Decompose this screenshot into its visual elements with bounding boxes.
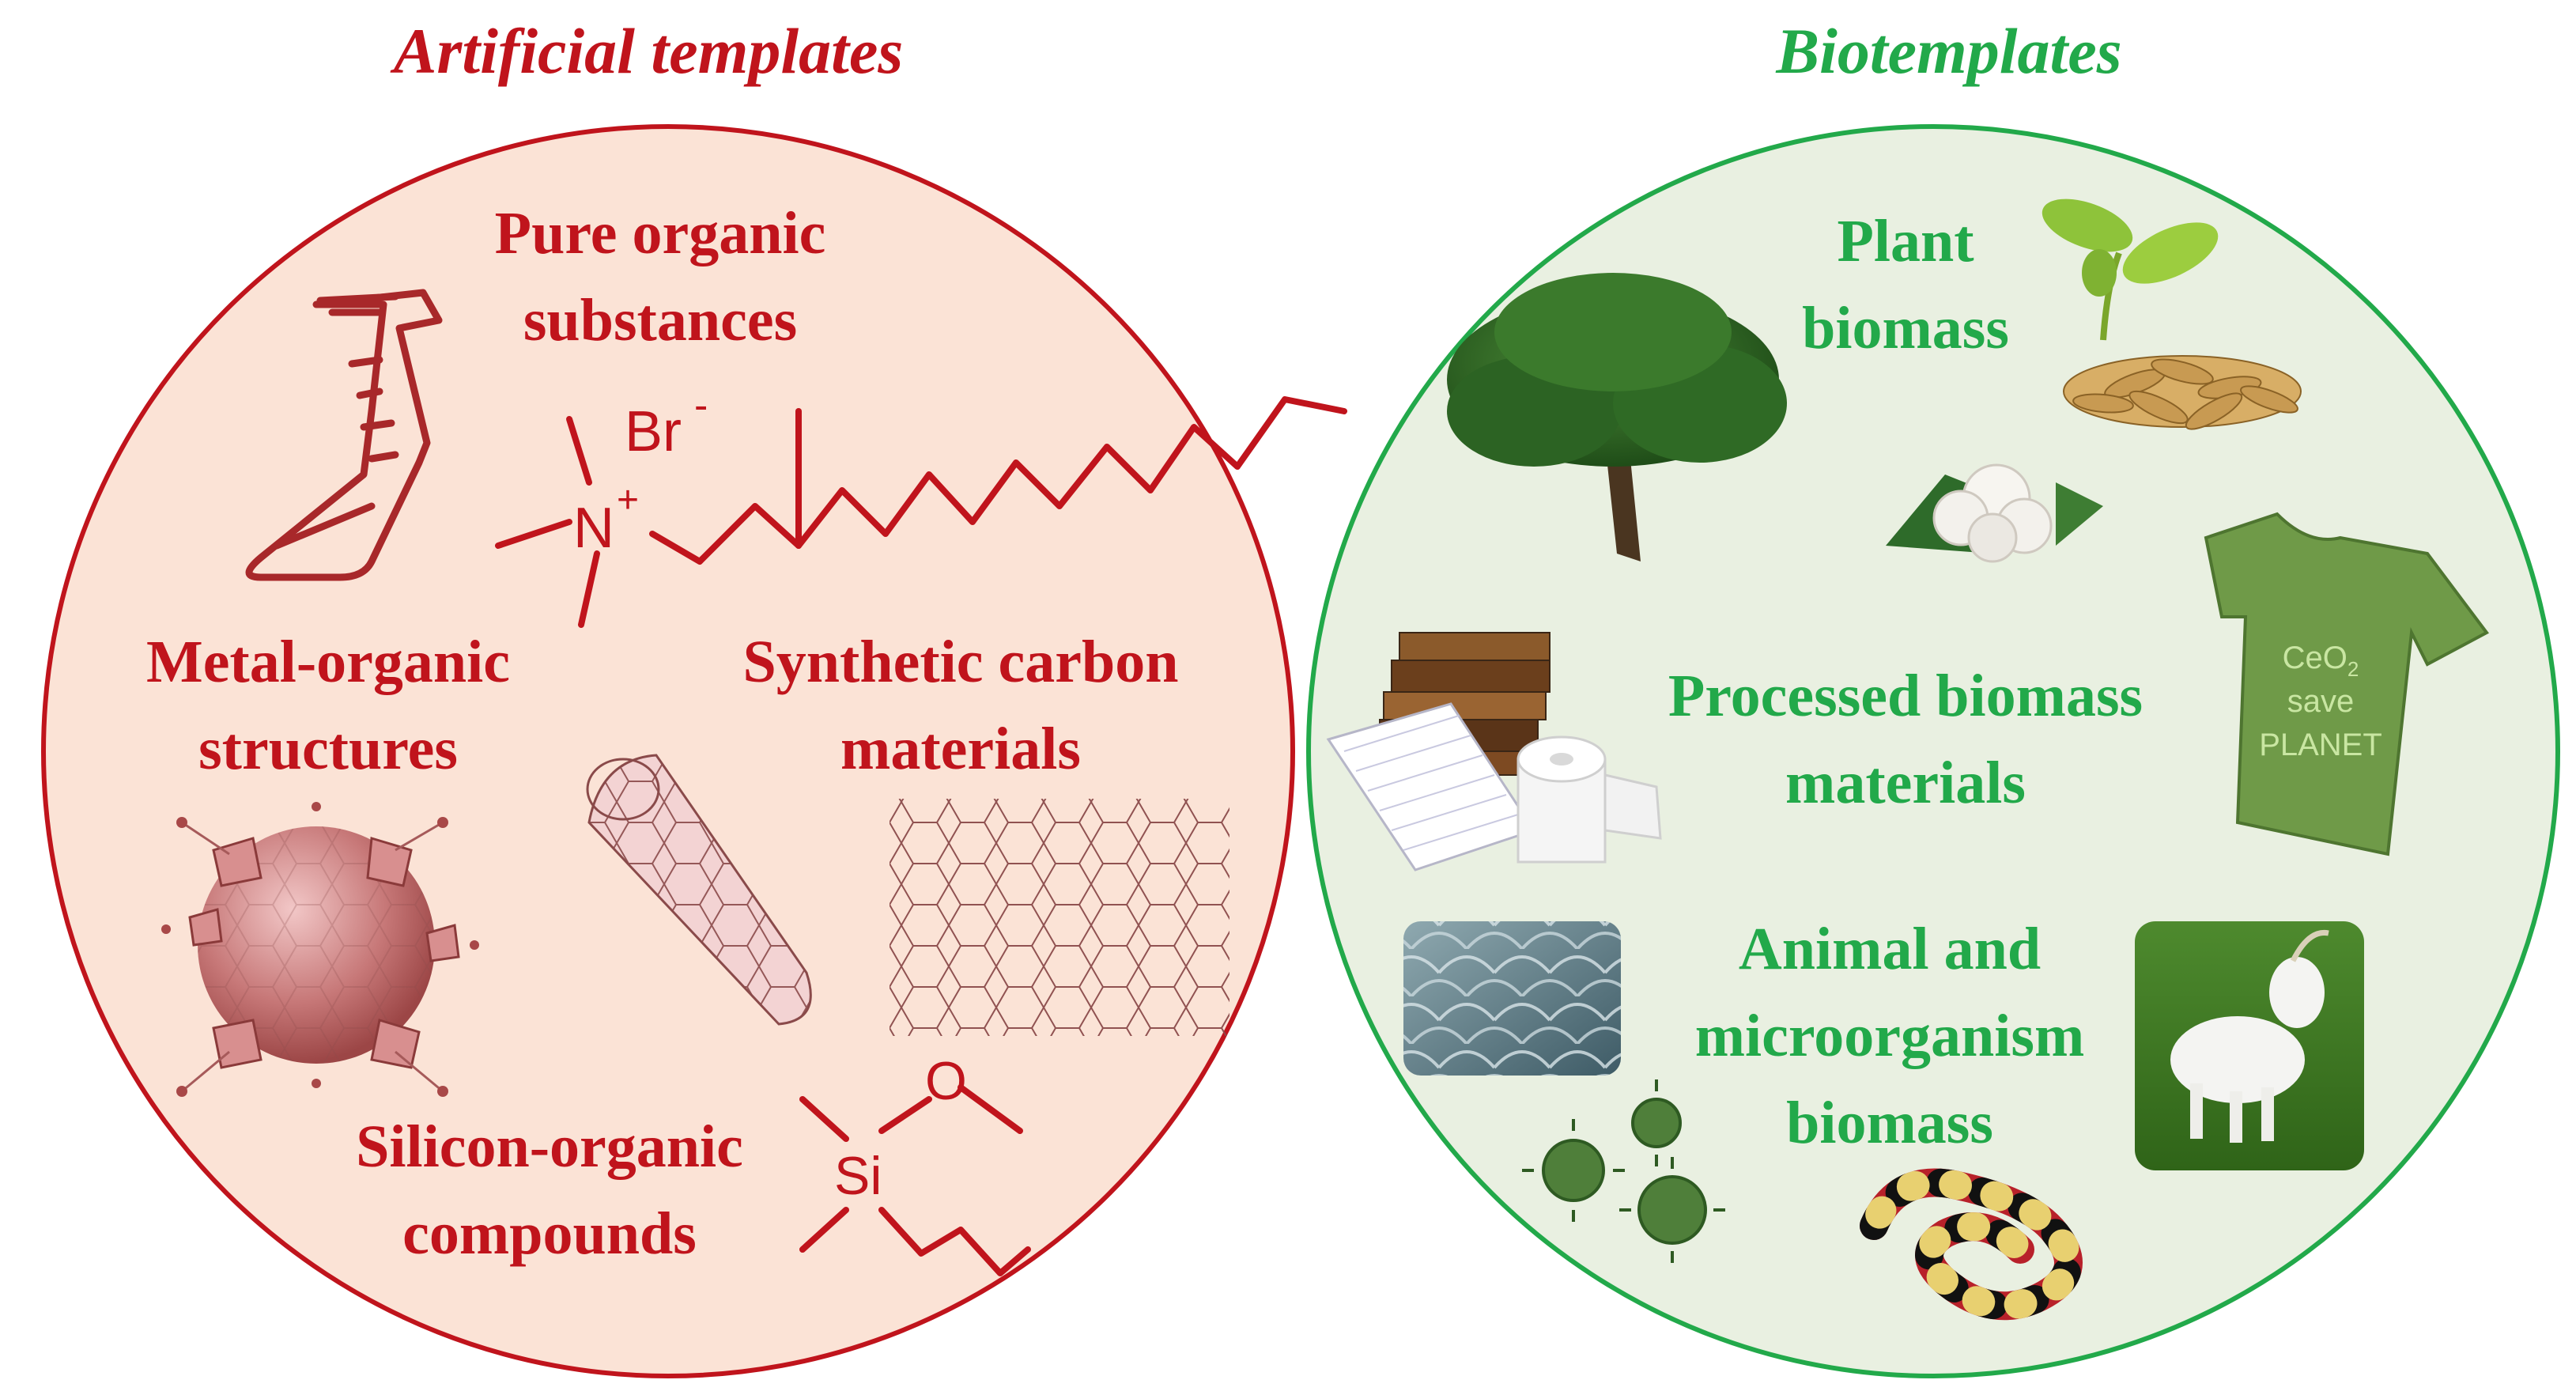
plant-label-2: biomass [1802, 295, 2009, 361]
graphene-icon [890, 799, 1229, 1036]
mof-label-1: Metal-organic [146, 629, 510, 695]
pure-organic-label-2: substances [523, 287, 797, 353]
bio-title: Biotemplates [1775, 15, 2121, 87]
animal-label-1: Animal and [1739, 916, 2041, 982]
processed-label-1: Processed biomass [1668, 663, 2143, 729]
nitrogen-charge: + [617, 479, 639, 521]
bromide-symbol: Br [625, 400, 682, 463]
animal-label-3: biomass [1786, 1090, 1993, 1156]
nitrogen-symbol: N [573, 497, 614, 560]
shirt-ceo-sub: 2 [2347, 657, 2359, 681]
mof-sphere-icon [161, 802, 479, 1097]
processed-label-2: materials [1785, 750, 2026, 816]
silicon-label-2: compounds [402, 1200, 697, 1267]
artificial-title: Artificial templates [390, 15, 904, 87]
tshirt-icon: CeO2 save PLANET [2204, 512, 2489, 856]
nanotube-icon [586, 754, 812, 1026]
plant-label-1: Plant [1837, 208, 1974, 274]
sprout-icon [2042, 198, 2219, 341]
surfactant-molecule-icon: N + Br - [495, 383, 1347, 628]
bromide-charge: - [694, 383, 708, 429]
shirt-text-line2: save [2287, 684, 2355, 719]
pure-organic-label-1: Pure organic [495, 200, 826, 267]
tree-icon [1447, 273, 1787, 561]
shirt-text-line1: CeO2 [2283, 641, 2359, 681]
carbon-label-2: materials [840, 716, 1081, 782]
silicon-label-1: Silicon-organic [356, 1113, 743, 1180]
rice-grains-icon [2063, 355, 2302, 430]
toilet-roll-icon [1517, 735, 1662, 864]
goat-icon [2135, 921, 2364, 1170]
animal-label-2: microorganism [1695, 1003, 2085, 1069]
fish-scales-icon [1403, 921, 1621, 1076]
artificial-circle [41, 124, 1295, 1378]
cotton-icon [1886, 463, 2103, 563]
shirt-ceo: CeO [2283, 641, 2347, 675]
snake-icon [1860, 1168, 2083, 1321]
virus-icon [1522, 1079, 1725, 1263]
carbon-label-1: Synthetic carbon [743, 629, 1179, 695]
silicon-symbol: Si [834, 1146, 882, 1206]
siloxane-molecule-icon: Si O [799, 1051, 1031, 1276]
mof-label-2: structures [198, 716, 458, 782]
shirt-text-line3: PLANET [2259, 728, 2382, 762]
paper-icon [1326, 702, 1536, 871]
oxygen-symbol: O [925, 1051, 967, 1111]
flask-icon [245, 289, 443, 581]
